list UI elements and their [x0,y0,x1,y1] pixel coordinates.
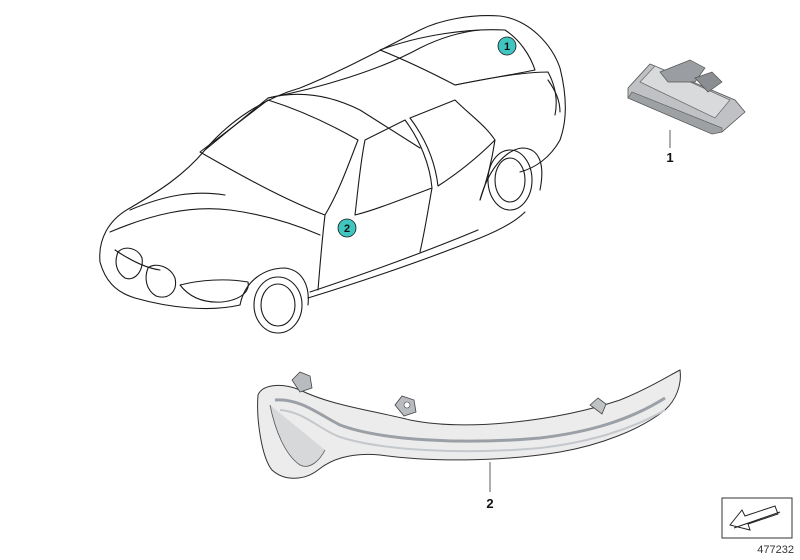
callout-1-number: 1 [504,41,510,53]
callout-2-number: 2 [344,223,350,235]
part-label-1: 1 [666,150,673,165]
callout-1-circle [497,36,517,56]
car-outline-icon [99,15,566,334]
callout-1[interactable]: 1 [497,36,517,56]
view-direction-arrow-icon [721,497,793,539]
license-plate-light-icon[interactable] [627,59,746,135]
callout-2-circle [337,218,357,238]
diagram-number: 477232 [757,544,794,556]
mirror-indicator-light-icon[interactable] [257,369,681,479]
part-label-2: 2 [486,496,493,511]
callout-2[interactable]: 2 [337,218,357,238]
